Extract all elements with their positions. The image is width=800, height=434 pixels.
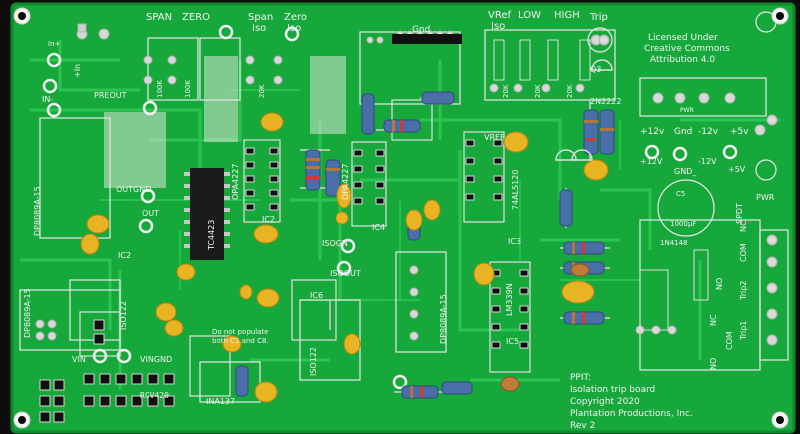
label-gnd: Gnd <box>412 25 430 35</box>
chip-isogn: ISOGN <box>322 239 348 248</box>
pcb-board-edge <box>10 2 796 434</box>
chip-ic2b: IC2 <box>262 215 275 224</box>
tantalum-capacitor <box>500 263 590 392</box>
power-label-gnd: Gnd <box>674 127 692 137</box>
chip-ic5: IC5 <box>506 337 519 346</box>
label-spdt: SPDT <box>735 203 744 224</box>
chip-ic1: TC4423 <box>207 220 216 251</box>
label-in-plus: +In <box>73 64 82 78</box>
chip-ic2: IC2 <box>118 251 131 260</box>
label-dpboard-1: DP8089A-15 <box>33 186 42 236</box>
label-high: HIGH <box>554 10 580 21</box>
label-span-iso-1: Span <box>248 12 273 23</box>
label-diode: 1N4148 <box>660 239 688 247</box>
chip-ic4: IC4 <box>372 223 385 232</box>
chip-dp-right: DP8089A-15 <box>439 294 448 344</box>
label-vingnd: VINGND <box>140 355 172 364</box>
mounting-holes <box>13 7 789 429</box>
license-line-3: Attribution 4.0 <box>650 55 715 65</box>
chip-als: 74ALS120 <box>511 170 520 210</box>
silkscreen-text: SPAN ZERO Span Iso Zero Iso Gnd VRef Iso… <box>23 10 775 431</box>
relay-com-2: COM <box>739 243 748 262</box>
chip-isoout: ISOOUT <box>330 269 361 278</box>
label-vref-iso-1: VRef <box>488 10 511 21</box>
chip-ina137: INA137 <box>206 397 235 406</box>
relay-nc-2: NC <box>739 220 748 232</box>
label-q3-part: 2N2222 <box>590 97 621 106</box>
label-zero-iso-2: Iso <box>287 23 301 34</box>
glare-patch <box>310 56 346 134</box>
power-pad-p5: +5V <box>728 165 746 174</box>
relay-trip2: Trip2 <box>739 281 748 301</box>
label-dpboard-2: DP8089A-15 <box>23 288 32 338</box>
copper-traces-thin <box>100 89 640 301</box>
power-label-p5: +5v <box>730 127 749 137</box>
label-preout: PREOUT <box>94 91 127 100</box>
pcb-board <box>12 4 794 432</box>
relay-com-1: COM <box>725 331 734 350</box>
note-line-1: Do not populate <box>212 328 268 336</box>
transistors <box>555 59 613 161</box>
label-in-plus-2: In+ <box>48 40 61 48</box>
label-vin: VIN <box>72 355 86 364</box>
label-outgnd: OUTGND <box>116 185 151 194</box>
license-line-2: Creative Commons <box>644 44 730 54</box>
power-pad-p12: +12V <box>640 157 663 166</box>
chip-iso122-b: ISO122 <box>309 347 318 376</box>
relay-nc-1: NC <box>709 314 718 326</box>
power-pad-gnd: GND_ <box>674 167 697 176</box>
ic-chips <box>39 99 531 423</box>
ceramic-capacitors <box>80 112 609 403</box>
label-span: SPAN <box>146 12 172 23</box>
chip-opa4227-a: OPA4227 <box>231 164 240 200</box>
res-value-3: 20K <box>258 84 266 98</box>
power-label-m12: -12v <box>698 127 719 137</box>
glare-patch <box>104 112 166 188</box>
label-in-minus: IN- <box>42 95 53 104</box>
chip-ic3: IC3 <box>508 237 521 246</box>
headers <box>392 34 709 331</box>
chip-iso122-a: ISO122 <box>119 301 128 330</box>
title-line-4: Plantation Productions, Inc. <box>570 409 693 419</box>
chip-ic6: IC6 <box>310 291 323 300</box>
label-zero-iso-1: Zero <box>284 12 307 23</box>
label-zero: ZERO <box>182 12 210 23</box>
relay-no-2: NO <box>715 278 724 290</box>
title-line-1: PPIT: <box>570 373 591 383</box>
relay-trip1: Trip1 <box>739 321 748 341</box>
label-pwr-top: PWR <box>680 107 694 114</box>
title-line-5: Rev 2 <box>570 421 595 431</box>
res-value-2: 100K <box>184 80 192 98</box>
power-label-p12: +12v <box>640 127 665 137</box>
chip-lm339: LM339N <box>505 283 514 316</box>
res-value-5: 20K <box>534 84 542 98</box>
res-value-6: 20K <box>566 84 574 98</box>
title-line-2: Isolation trip board <box>570 385 655 395</box>
label-vref: VREF <box>484 133 505 142</box>
res-value-4: 20K <box>502 84 510 98</box>
glare-patch <box>204 56 238 142</box>
label-c5: C5 <box>676 190 685 198</box>
label-trip: Trip <box>589 12 608 23</box>
label-c5-value: 1000µF <box>670 220 696 228</box>
label-low: LOW <box>518 10 541 21</box>
label-out: OUT <box>142 209 159 218</box>
power-pad-m12: -12V <box>698 157 717 166</box>
label-q3: Q3 <box>590 65 601 74</box>
chip-opa4227-b: OPA4227 <box>341 164 350 200</box>
relay-no-1: NO <box>709 358 718 370</box>
label-span-iso-2: Iso <box>252 23 266 34</box>
note-line-2: both C1 and C8. <box>212 337 269 345</box>
license-line-1: Licensed Under <box>648 33 718 43</box>
ic1-chip <box>190 168 224 260</box>
label-vref-iso-2: Iso <box>491 21 505 32</box>
chip-rcv420: RCV420 <box>140 391 169 400</box>
res-value-1: 100K <box>156 80 164 98</box>
title-line-3: Copyright 2020 <box>570 397 640 407</box>
label-pwr: PWR <box>756 193 775 202</box>
